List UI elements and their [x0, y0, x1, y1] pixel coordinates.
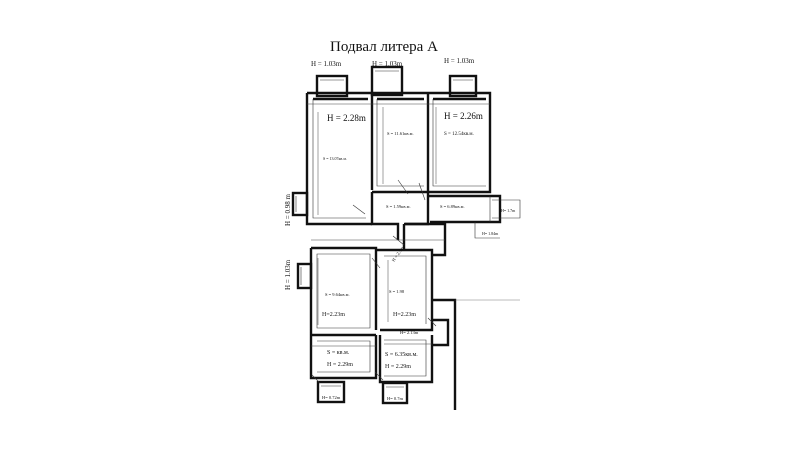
room8-height: H = 2.29m — [327, 362, 353, 368]
light-well-side-top — [291, 191, 309, 217]
plan-title: Подвал литера А — [330, 39, 438, 55]
corridor-walls — [370, 192, 502, 240]
light-well-side-mid — [296, 262, 313, 290]
lower-right-annex — [402, 222, 457, 410]
room7-height: H=2.23m — [393, 312, 416, 318]
height-label-side-mid: H = 1.03m — [284, 259, 292, 290]
room11-height: H = 2.5m — [391, 245, 405, 262]
room3-area: S = 12.54кв.м. — [444, 132, 474, 137]
room2-area: S = 11.61кв.м. — [387, 131, 414, 136]
height-label-top-right: H = 1.03m — [444, 57, 475, 65]
height-label-bottom-left: H= 0.72m — [322, 395, 341, 400]
room8-area: S = кв.м. — [327, 350, 350, 356]
height-label-small-right2: H= 1.84m — [482, 231, 499, 236]
room6-height: H=2.23m — [322, 312, 345, 318]
height-label-top-mid: H = 1.03m — [372, 60, 403, 68]
room9-area: S = 6.35кв.м. — [385, 352, 418, 358]
room1-height: H = 2.28m — [327, 113, 366, 123]
room7-area: S = 1.98 — [389, 289, 405, 294]
room6-area: S = 9.64кв.м. — [325, 292, 350, 297]
light-well-top-right — [448, 74, 478, 98]
height-label-top-left: H = 1.03m — [311, 60, 342, 68]
upper-block-walls — [305, 91, 492, 226]
height-label-bottom-right: H= 0.7m — [387, 396, 404, 401]
room4-area: S = 1.59кв.м. — [386, 204, 411, 209]
light-well-top-left — [315, 74, 349, 98]
lower-block-inner-lines — [316, 253, 427, 377]
room1-area: S = 13.07кв.м. — [323, 156, 347, 161]
door-swings — [311, 179, 437, 384]
light-well-top-mid — [370, 65, 404, 97]
room10-height: H= 2.13m — [400, 330, 419, 335]
room3-height: H = 2.26m — [444, 111, 483, 121]
height-label-side-top: H = 0.98 m — [284, 193, 292, 226]
corridor-detail — [474, 196, 521, 239]
room5-area: S = 6.89кв.м. — [440, 204, 465, 209]
dimension-lines — [307, 103, 520, 347]
room9-height: H = 2.29m — [385, 364, 411, 370]
upper-block-inner-lines — [312, 99, 486, 219]
lower-block-walls — [309, 246, 434, 384]
height-label-small-right: H= 1.7m — [501, 208, 516, 213]
light-well-bottom-right — [381, 381, 409, 405]
light-well-bottom-left — [316, 380, 346, 404]
